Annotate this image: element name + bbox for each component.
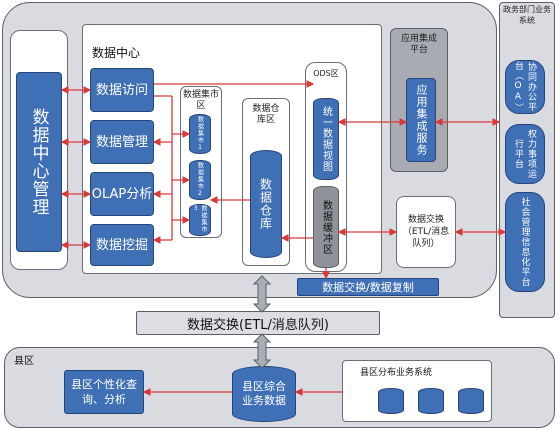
- county-personal-label: 县区个性化查询、分析: [71, 378, 137, 406]
- data-center-title: 数据中心: [92, 46, 141, 60]
- data-mart-1-label: 数据集市1: [196, 116, 204, 152]
- middle-exchange-label: 数据交换(ETL/消息队列): [187, 317, 329, 333]
- county-distributed-label: 县区分布业务系统: [360, 368, 433, 378]
- olap-box[interactable]: OLAP分析: [90, 172, 154, 216]
- county-personal-box[interactable]: 县区个性化查询、分析: [64, 370, 144, 414]
- data-mining-box[interactable]: 数据挖掘: [90, 224, 154, 266]
- county-integrated-data[interactable]: 县区综合业务数据: [232, 366, 296, 422]
- app-integration-label: 应用集成平台: [400, 34, 437, 55]
- data-mart-2-label: 数据集市2: [196, 162, 204, 198]
- data-mart-2[interactable]: 数据集市2: [189, 160, 211, 200]
- data-management-label: 数据管理: [95, 134, 148, 150]
- exchange-box-label: 数据交换（ETL/消息队列）: [402, 215, 450, 249]
- county-db-2: [418, 388, 444, 414]
- data-mining-label: 数据挖掘: [95, 237, 148, 253]
- app-integration-service[interactable]: 应用集成服务: [406, 78, 436, 162]
- olap-label: OLAP分析: [91, 186, 153, 202]
- power-platform[interactable]: 权力事项运行平台: [505, 124, 545, 184]
- data-mart-3[interactable]: 数据集市3: [189, 204, 211, 236]
- exchange-replication-bar[interactable]: 数据交换/数据复制: [297, 278, 439, 296]
- data-mart-label: 数据集市区: [183, 90, 220, 111]
- oa-platform[interactable]: 协同办公平台（OA）: [505, 60, 545, 114]
- unified-view[interactable]: 统一数据视图: [313, 98, 339, 180]
- social-platform[interactable]: 社会管理信息化平台: [505, 192, 545, 292]
- management-box[interactable]: 数据中心管理: [16, 72, 62, 252]
- county-label: 县区: [14, 356, 34, 367]
- county-db-1: [378, 388, 404, 414]
- oa-platform-label: 协同办公平台（OA）: [513, 61, 536, 113]
- data-mart-1[interactable]: 数据集市1: [189, 114, 211, 154]
- data-access-label: 数据访问: [95, 82, 148, 98]
- management-label: 数据中心管理: [28, 108, 49, 216]
- middle-exchange-bar[interactable]: 数据交换(ETL/消息队列): [136, 311, 380, 335]
- exchange-box[interactable]: 数据交换（ETL/消息队列）: [396, 196, 456, 268]
- power-platform-label: 权力事项运行平台: [513, 129, 536, 179]
- buffer-zone[interactable]: 数据缓冲区: [313, 186, 339, 268]
- data-access-box[interactable]: 数据访问: [90, 68, 154, 112]
- exchange-replication-label: 数据交换/数据复制: [322, 281, 414, 294]
- data-mart-3-label: 数据集市3: [192, 205, 207, 233]
- warehouse-store-label: 数据仓库: [258, 178, 273, 230]
- warehouse-store[interactable]: 数据仓库: [250, 150, 282, 258]
- county-integrated-label: 县区综合业务数据: [242, 380, 286, 407]
- county-db-3: [458, 388, 484, 414]
- data-management-box[interactable]: 数据管理: [90, 120, 154, 164]
- warehouse-label: 数据仓库区: [252, 104, 280, 125]
- unified-view-label: 统一数据视图: [320, 106, 332, 172]
- buffer-zone-label: 数据缓冲区: [320, 199, 332, 255]
- gov-systems-title: 政务部门业务系统: [503, 5, 551, 25]
- ods-label: ODS区: [313, 69, 339, 78]
- app-integration-service-label: 应用集成服务: [415, 84, 428, 156]
- social-platform-label: 社会管理信息化平台: [519, 197, 530, 287]
